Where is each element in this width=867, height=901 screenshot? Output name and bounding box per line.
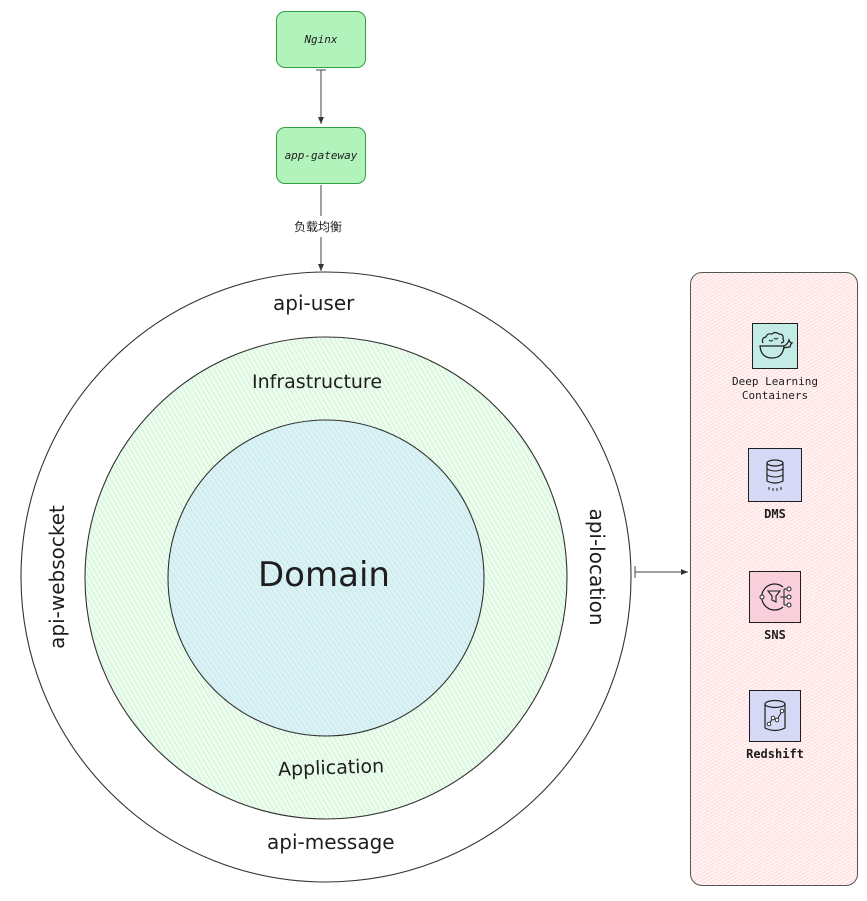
- domain-label: Domain: [258, 555, 390, 595]
- app-gateway-node[interactable]: app-gateway: [276, 127, 366, 184]
- dms-database-icon: [748, 448, 802, 502]
- api-user-label: api-user: [273, 291, 355, 315]
- service-label: SNS: [764, 628, 786, 642]
- sns-icon: [749, 571, 801, 623]
- service-label-line2: Containers: [741, 389, 809, 402]
- api-websocket-label: api-websocket: [45, 505, 69, 649]
- nginx-node-label: Nginx: [304, 33, 338, 46]
- redshift-icon: [749, 690, 801, 742]
- app-gateway-node-label: app-gateway: [284, 149, 358, 162]
- service-label-line1: Deep Learning: [731, 375, 819, 388]
- service-label: DMS: [764, 507, 786, 521]
- service-deep-learning-containers[interactable]: Deep Learning Containers: [705, 323, 845, 403]
- load-balancing-label: 负载均衡: [291, 216, 346, 237]
- infrastructure-label: Infrastructure: [252, 371, 383, 393]
- application-label: Application: [277, 755, 385, 781]
- api-message-label: api-message: [267, 830, 395, 854]
- service-redshift[interactable]: Redshift: [705, 690, 845, 761]
- inner-circle-domain: [167, 419, 485, 737]
- deep-learning-containers-icon: [752, 323, 798, 369]
- service-sns[interactable]: SNS: [705, 571, 845, 642]
- api-location-label: api-location: [585, 508, 609, 626]
- nginx-node[interactable]: Nginx: [276, 11, 366, 68]
- service-dms[interactable]: DMS: [705, 448, 845, 521]
- service-label: Redshift: [746, 747, 804, 761]
